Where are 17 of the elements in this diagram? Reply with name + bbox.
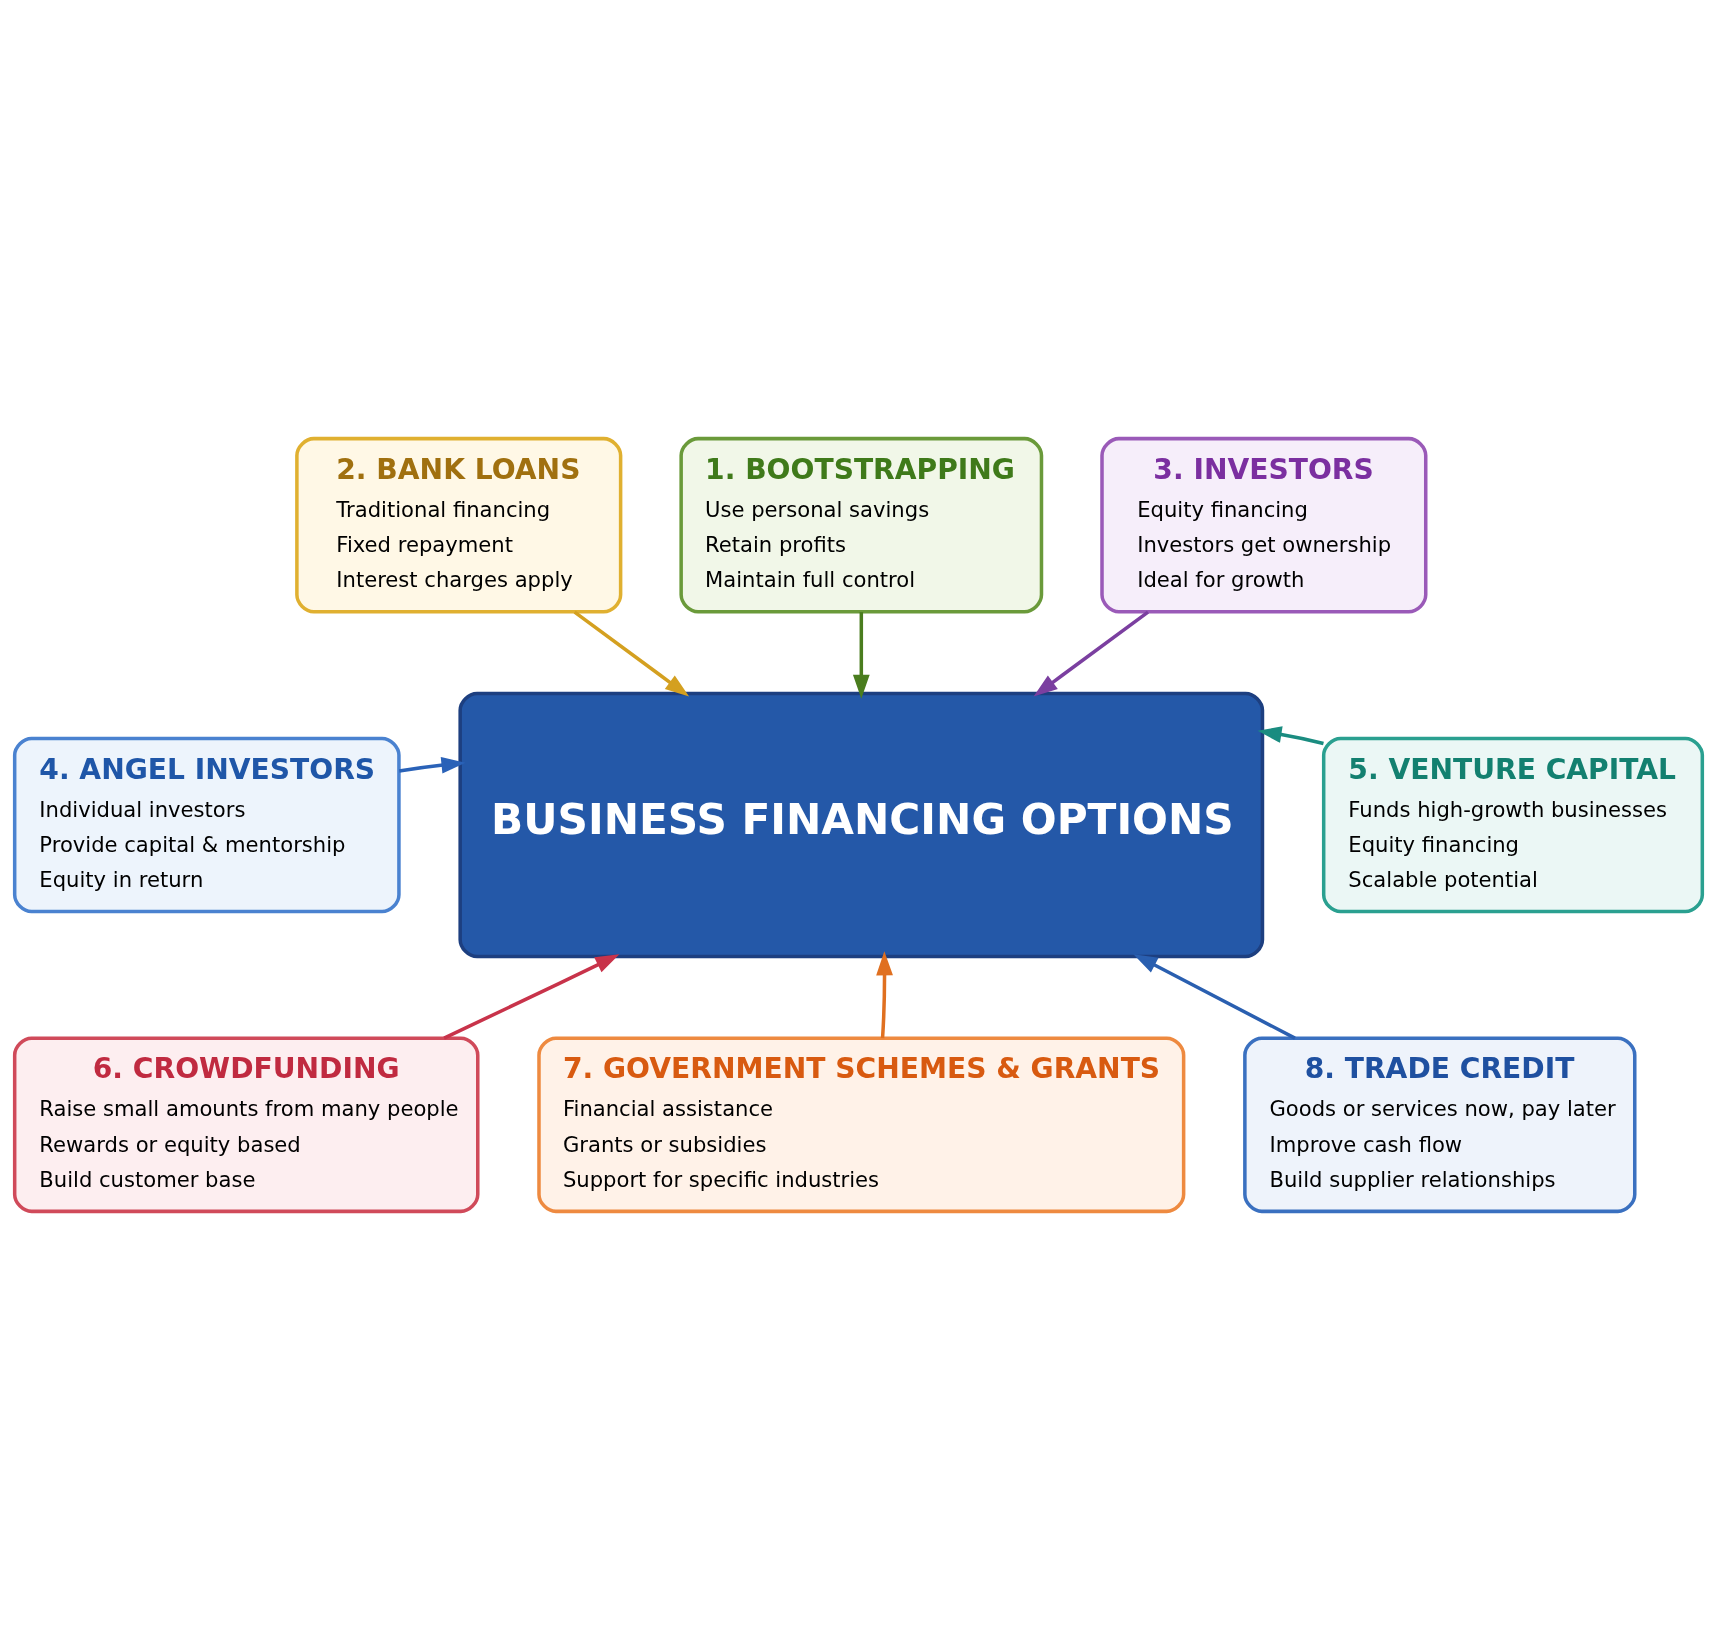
node-box: 3. INVESTORS Equity financing Investors get ownership Ideal for growth (1100, 436, 1428, 613)
node-box: 4. ANGEL INVESTORS Individual investors Provide capital & mentorship Equity in return (12, 736, 401, 913)
arrow (852, 611, 870, 699)
node-box: BUSINESS FINANCING OPTIONS (458, 691, 1265, 958)
arrow (573, 610, 690, 696)
node-box: 2. BANK LOANS Traditional financing Fixed repayment Interest charges apply (295, 436, 623, 613)
arrow (1133, 953, 1296, 1040)
node-box: 5. VENTURE CAPITAL Funds high-growth businesses Equity financing Scalable potential (1321, 736, 1705, 913)
node-box: 8. TRADE CREDIT Goods or services now, pay later Improve cash flow Build supplier relationships (1243, 1036, 1637, 1213)
node-box: 7. GOVERNMENT SCHEMES & GRANTS Financial assistance Grants or subsidies Support for specific industries (537, 1036, 1186, 1213)
arrow (443, 953, 620, 1040)
arrow (1257, 725, 1324, 745)
node-box: 6. CROWDFUNDING Raise small amounts from many people Rewards or equity based Build customer base (12, 1036, 480, 1213)
node-box: 1. BOOTSTRAPPING Use personal savings Retain profits Maintain full control (679, 436, 1044, 613)
arrow (876, 950, 893, 1038)
arrow (1033, 610, 1149, 696)
arrow (398, 756, 466, 774)
